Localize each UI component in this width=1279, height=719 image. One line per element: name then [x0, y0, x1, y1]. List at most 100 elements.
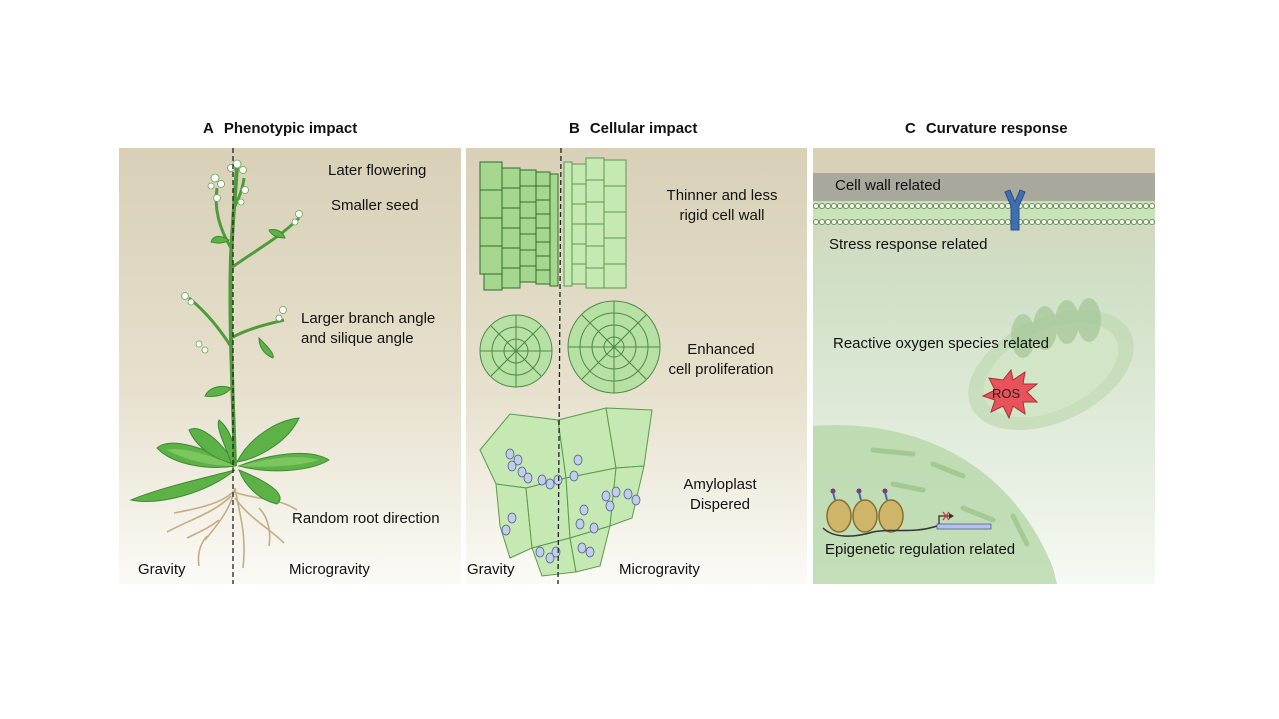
cell-wall-label-1: Thinner and less — [666, 187, 778, 204]
cell-wall-tissue-microgravity — [563, 157, 627, 289]
lipid-head — [950, 203, 957, 210]
lipid-head — [873, 203, 880, 210]
lipid-head — [956, 203, 963, 210]
lipid-head — [1070, 219, 1077, 226]
lipid-head — [1052, 219, 1059, 226]
panel-a-heading: Phenotypic impact — [223, 120, 358, 137]
lipid-head — [1082, 219, 1089, 226]
cell-wall-tissue-gravity — [479, 161, 559, 291]
lipid-head — [974, 219, 981, 226]
lipid-head — [933, 219, 940, 226]
lipid-head — [927, 219, 934, 226]
roots-graphic — [166, 487, 298, 569]
lipid-head — [1046, 219, 1053, 226]
lipid-head — [1040, 219, 1047, 226]
lipid-head — [1046, 203, 1053, 210]
plant-illustration — [129, 148, 330, 584]
lipid-head — [1064, 219, 1071, 226]
curvature-illustration — [813, 173, 1155, 584]
amyloplast-label-1: Amyloplast — [683, 476, 757, 493]
gravity-label: Gravity — [138, 561, 186, 578]
lipid-head — [1100, 203, 1107, 210]
panel-cellular: Thinner and less rigid cell wall Enhance… — [466, 148, 807, 584]
lipid-head — [830, 203, 837, 210]
lipid-head — [968, 219, 975, 226]
lipid-head — [1082, 203, 1089, 210]
stem-leaves — [204, 229, 286, 397]
lipid-head — [824, 219, 831, 226]
branch-angle-label-2: and silique angle — [301, 330, 414, 347]
lipid-head — [1094, 219, 1101, 226]
lipid-head — [1028, 203, 1035, 210]
lipid-head — [842, 219, 849, 226]
lipid-head — [1070, 203, 1077, 210]
lipid-head — [939, 219, 946, 226]
lipid-head — [927, 203, 934, 210]
lipid-head — [909, 203, 916, 210]
lipid-head — [873, 219, 880, 226]
mitochondrion-graphic — [968, 298, 1134, 431]
lipid-head — [1100, 219, 1107, 226]
lipid-head — [1142, 203, 1149, 210]
cell-wall-band — [813, 173, 1155, 201]
lipid-head — [1076, 203, 1083, 210]
lipid-head — [1148, 203, 1155, 210]
branch-angle-label-1: Larger branch angle — [301, 310, 436, 327]
lipid-head — [849, 219, 856, 226]
proliferation-label-1: Enhanced — [687, 341, 755, 358]
lipid-head — [1136, 219, 1143, 226]
lipid-head — [842, 203, 849, 210]
panel-b-title: B Cellular impact — [569, 120, 697, 137]
lipid-head — [968, 203, 975, 210]
lipid-head — [1058, 219, 1065, 226]
lipid-head — [1052, 203, 1059, 210]
lipid-head — [921, 219, 928, 226]
lipid-head — [980, 203, 987, 210]
lipid-head — [885, 219, 892, 226]
lipid-head — [950, 219, 957, 226]
lipid-head — [998, 219, 1005, 226]
lipid-head — [1064, 203, 1071, 210]
lipid-head — [855, 219, 862, 226]
flowers — [181, 159, 303, 354]
lipid-head — [1124, 219, 1131, 226]
lipid-head — [819, 219, 825, 226]
lipid-head — [897, 219, 904, 226]
lipid-head — [1118, 219, 1125, 226]
lipid-head — [962, 219, 969, 226]
ros-burst-icon — [981, 368, 1039, 420]
lipid-head — [1022, 203, 1029, 210]
lipid-head — [1124, 203, 1131, 210]
lipid-head — [998, 203, 1005, 210]
lipid-head — [1004, 219, 1011, 226]
lipid-head — [956, 219, 963, 226]
lipid-head — [992, 219, 999, 226]
lipid-head — [915, 219, 922, 226]
lipid-head — [1028, 219, 1035, 226]
lipid-head — [992, 203, 999, 210]
lipid-head — [915, 203, 922, 210]
panel-b-letter: B — [569, 120, 580, 137]
lipid-head — [867, 219, 874, 226]
lipid-head — [879, 203, 886, 210]
gene-transcription-icon — [936, 511, 992, 530]
lipid-head — [855, 203, 862, 210]
gravity-divider — [557, 148, 562, 584]
root-direction-label: Random root direction — [292, 510, 440, 527]
microgravity-label: Microgravity — [619, 561, 700, 578]
er-strands — [870, 447, 1030, 547]
lipid-head — [1118, 203, 1125, 210]
plasma-membrane — [813, 202, 1155, 226]
lipid-head — [944, 219, 951, 226]
panel-c-heading: Curvature response — [925, 120, 1068, 137]
lipid-head — [986, 203, 993, 210]
ros-badge-text: ROS — [992, 386, 1021, 401]
lipid-head — [836, 203, 843, 210]
lipid-head — [1040, 203, 1047, 210]
lipid-head — [1058, 203, 1065, 210]
lipid-head — [921, 203, 928, 210]
lipid-head — [1088, 219, 1095, 226]
panel-b-heading: Cellular impact — [589, 120, 698, 137]
gravity-label: Gravity — [467, 561, 515, 578]
